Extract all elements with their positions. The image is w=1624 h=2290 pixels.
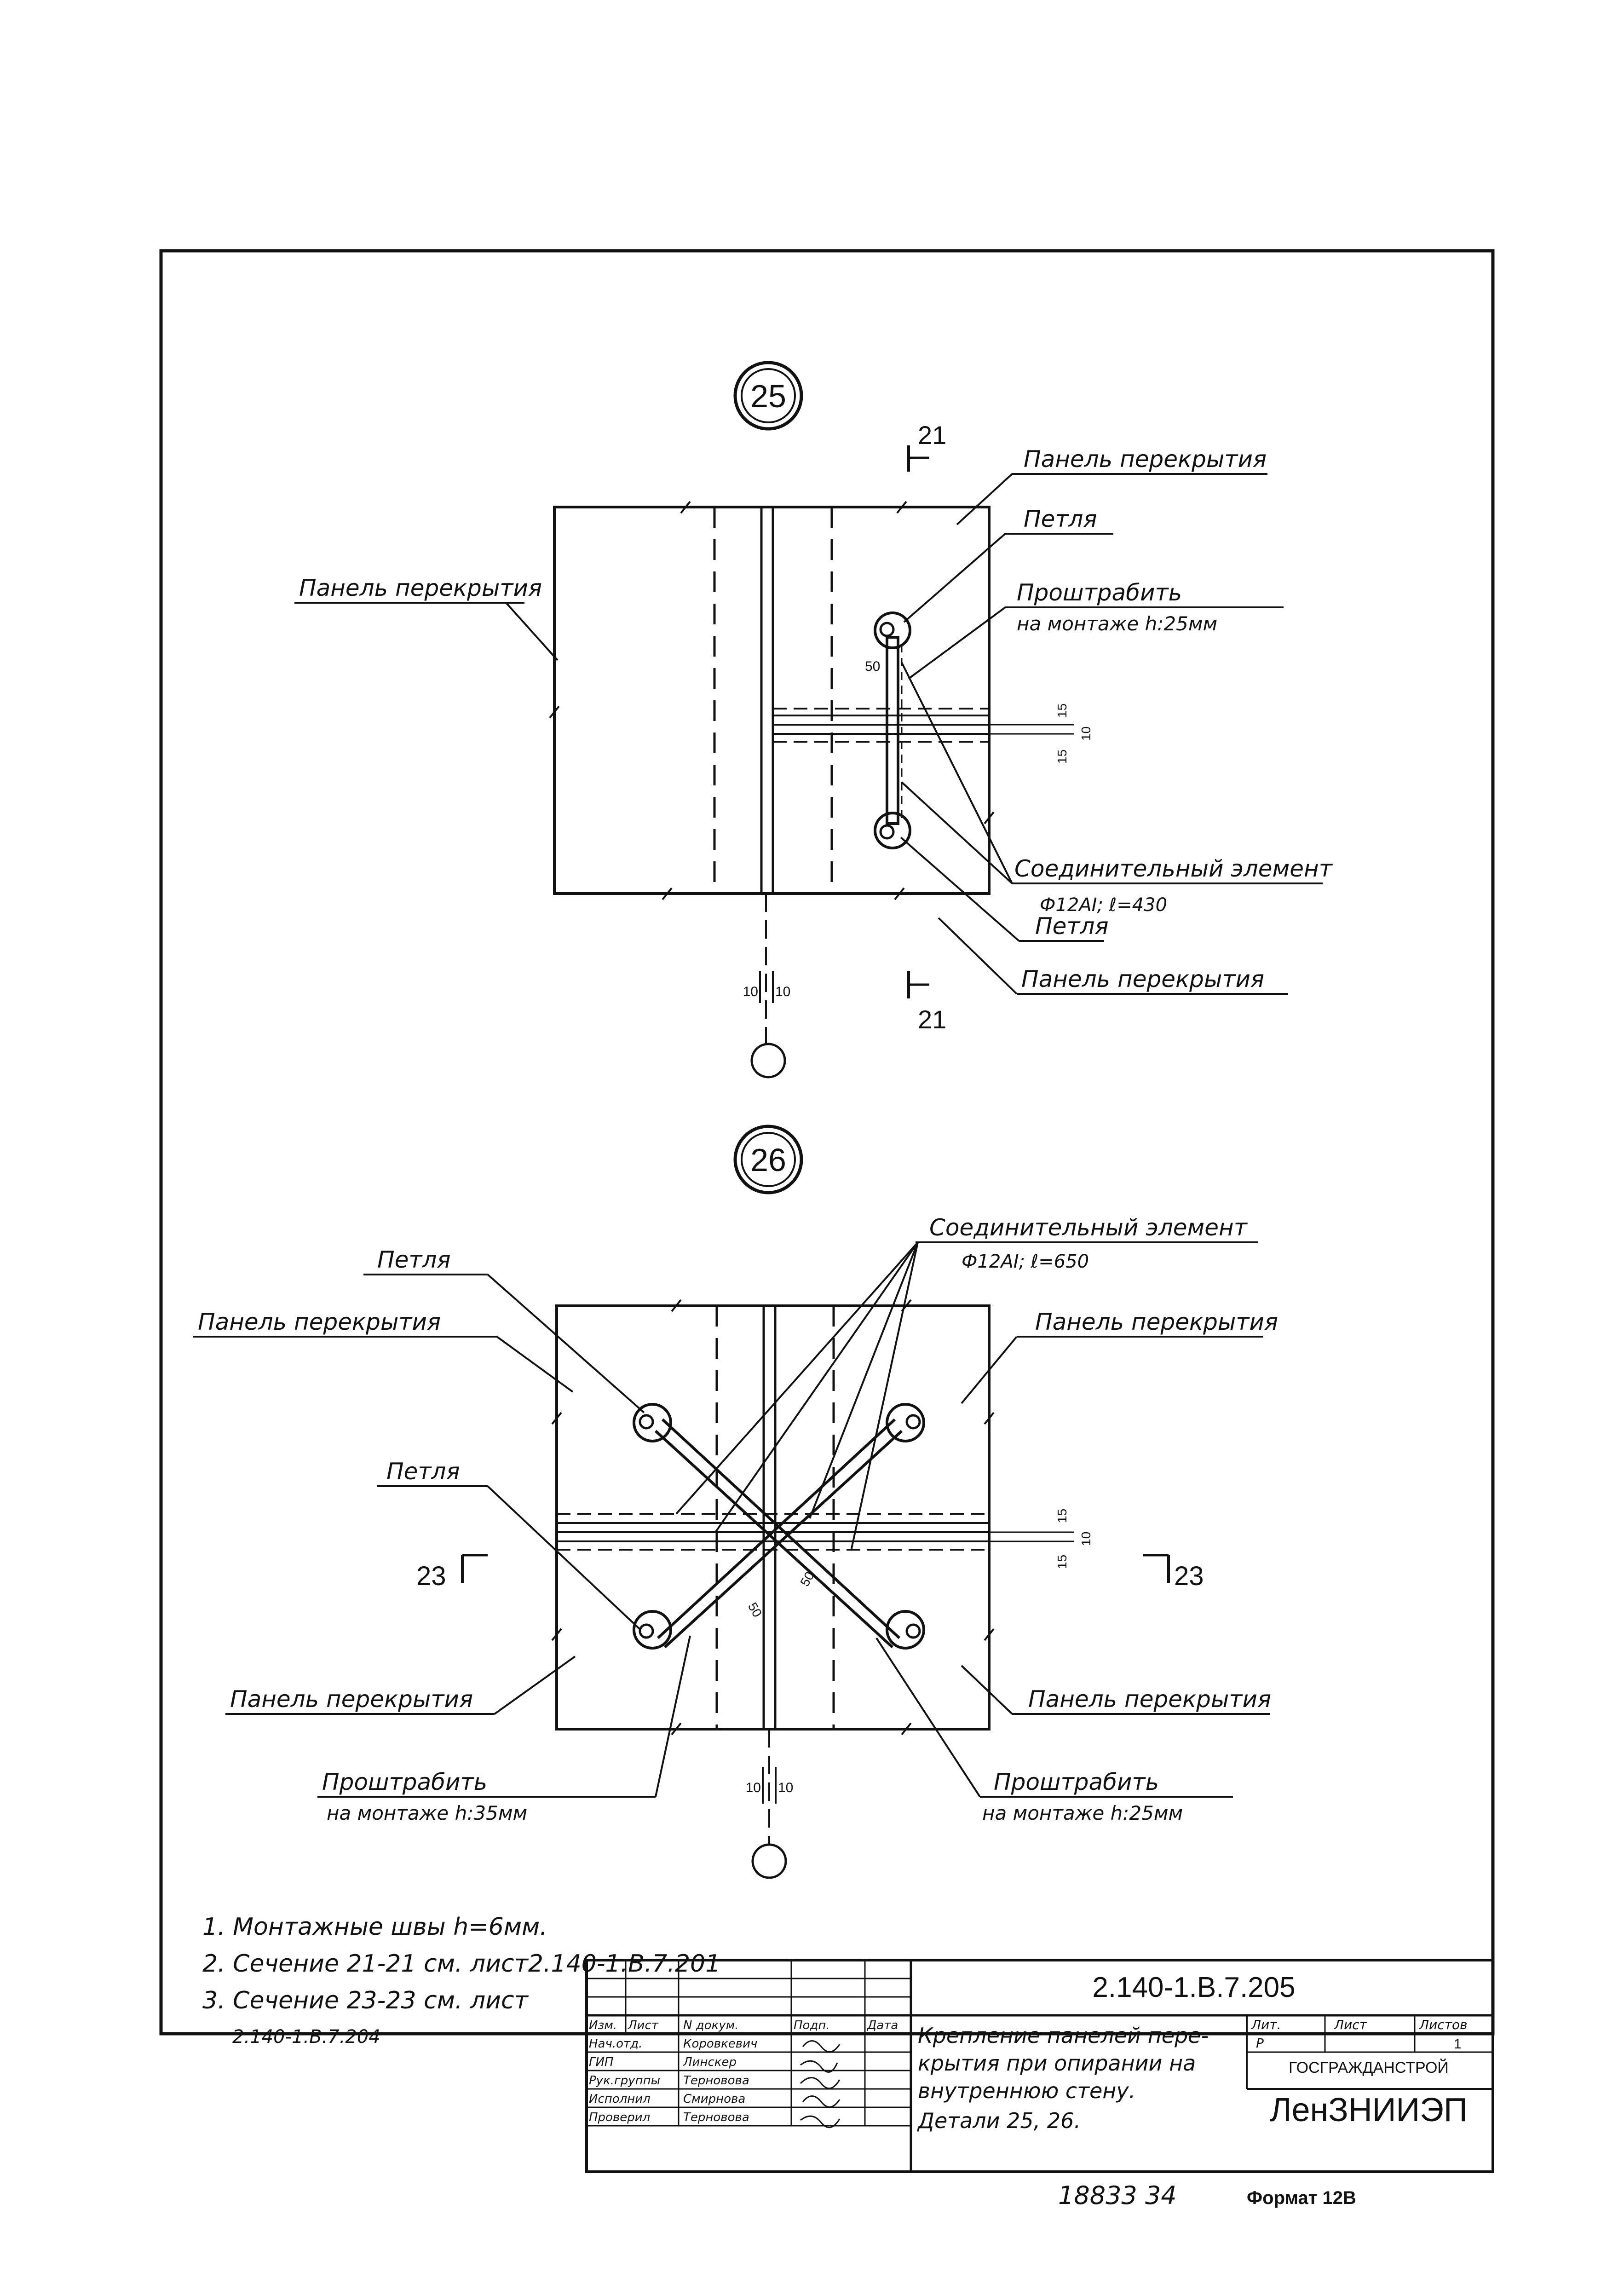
detail-26-label-weld-r2: на монтаже h:25мм — [982, 1802, 1183, 1824]
svg-text:Смирнова: Смирнова — [683, 2092, 745, 2106]
detail-26-label-panel-br: Панель перекрытия — [1028, 1686, 1271, 1713]
svg-text:10: 10 — [1079, 1532, 1093, 1546]
svg-text:23: 23 — [1174, 1561, 1204, 1591]
detail-25-label-panel-tl: Панель перекрытия — [299, 575, 542, 601]
svg-text:21: 21 — [918, 1005, 946, 1034]
title-line-3: внутреннюю стену. — [918, 2078, 1135, 2103]
detail-25-label-connector-1: Соединительный элемент — [1014, 855, 1333, 882]
detail-26-connector-x — [633, 1403, 925, 1650]
title-line-1: Крепление панелей пере- — [918, 2023, 1209, 2048]
detail-26-label-weld-r1: Проштрабить — [994, 1769, 1159, 1795]
svg-text:Лист: Лист — [628, 2019, 659, 2032]
svg-text:50: 50 — [797, 1569, 817, 1589]
svg-text:Листов: Листов — [1419, 2017, 1468, 2032]
detail-25-connector — [874, 611, 911, 849]
svg-text:ГИП: ГИП — [589, 2055, 614, 2069]
detail-26-label-panel-tl: Панель перекрытия — [198, 1309, 441, 1335]
svg-text:Нач.отд.: Нач.отд. — [589, 2037, 642, 2051]
detail-26-panel-outline — [555, 1304, 991, 1730]
svg-text:10: 10 — [743, 984, 758, 999]
detail-26-label-loop-top: Петля — [377, 1246, 451, 1273]
svg-text:10: 10 — [746, 1780, 761, 1795]
svg-text:10: 10 — [775, 984, 790, 999]
detail-25-label-weld-2: на монтаже h:25мм — [1017, 612, 1217, 635]
detail-26-label-weld-l1: Проштрабить — [322, 1769, 487, 1795]
detail-26-section-right: 23 — [1143, 1554, 1204, 1591]
svg-text:Дата: Дата — [867, 2019, 898, 2032]
svg-text:1: 1 — [1454, 2036, 1462, 2052]
note-3: 3. Сечение 23-23 см. лист — [202, 1987, 529, 2014]
note-2: 2. Сечение 21-21 см. лист2.140-1.В.7.201 — [202, 1950, 720, 1978]
svg-text:N докум.: N докум. — [683, 2019, 739, 2032]
doc-code: 2.140-1.В.7.205 — [1092, 1972, 1295, 2003]
svg-text:Изм.: Изм. — [589, 2019, 617, 2032]
svg-text:Исполнил: Исполнил — [589, 2092, 651, 2106]
detail-25-label-loop-bottom: Петля — [1035, 913, 1109, 940]
detail-25-label-panel-tr: Панель перекрытия — [1024, 446, 1267, 473]
org-name: ЛенЗНИИЭП — [1270, 2092, 1468, 2128]
svg-text:23: 23 — [416, 1561, 446, 1591]
svg-text:10: 10 — [1079, 727, 1093, 741]
detail-26-label-weld-l2: на монтаже h:35мм — [327, 1802, 527, 1824]
detail-25-number: 25 — [750, 378, 786, 414]
detail-25-section-bottom: 21 — [907, 971, 946, 1034]
title-block: 2.140-1.В.7.205 Крепление панелей пере- … — [585, 1959, 1494, 2173]
svg-text:50: 50 — [745, 1600, 765, 1620]
svg-text:21: 21 — [918, 421, 946, 450]
detail-26-marker — [733, 1125, 803, 1194]
title-line-2: крытия при опирании на — [918, 2051, 1196, 2076]
sheet-frame — [159, 249, 1495, 2036]
svg-text:Рук.группы: Рук.группы — [589, 2074, 660, 2088]
svg-text:Терновова: Терновова — [683, 2111, 749, 2124]
inventory-number: 18833 34 — [1058, 2181, 1177, 2210]
svg-text:15: 15 — [1055, 704, 1069, 718]
format-label: Формат 12В — [1247, 2188, 1356, 2208]
svg-text:15: 15 — [1055, 1555, 1069, 1569]
detail-26-section-left: 23 — [416, 1554, 488, 1591]
detail-26-label-panel-bl: Панель перекрытия — [230, 1686, 473, 1713]
detail-26-number: 26 — [750, 1142, 786, 1178]
svg-text:Линскер: Линскер — [683, 2055, 737, 2069]
note-3-ref: 2.140-1.В.7.204 — [232, 2026, 380, 2048]
svg-text:Лист: Лист — [1334, 2017, 1367, 2032]
svg-text:Р: Р — [1256, 2036, 1264, 2051]
detail-25-marker — [733, 361, 803, 431]
svg-text:50: 50 — [865, 659, 880, 674]
detail-25-label-connector-2: Ф12АI; ℓ=430 — [1040, 894, 1167, 916]
notes: 1. Монтажные швы h=6мм. 2. Сечение 21-21… — [202, 1913, 720, 2048]
detail-25-label-weld-1: Проштрабить — [1017, 579, 1182, 606]
detail-25-section-top: 21 — [907, 421, 946, 472]
detail-26-label-panel-tr: Панель перекрытия — [1035, 1309, 1278, 1335]
svg-text:15: 15 — [1055, 750, 1069, 764]
detail-26: 26 — [193, 1125, 1278, 1879]
svg-text:Коровкевич: Коровкевич — [683, 2037, 757, 2051]
detail-25: 25 21 — [294, 361, 1333, 1079]
svg-text:Терновова: Терновова — [683, 2074, 749, 2088]
svg-text:Подп.: Подп. — [794, 2019, 830, 2032]
org-ministry: ГОСГРАЖДАНСТРОЙ — [1289, 2059, 1449, 2077]
svg-text:Проверил: Проверил — [589, 2111, 650, 2124]
detail-26-label-connector-1: Соединительный элемент — [929, 1214, 1248, 1241]
note-1: 1. Монтажные швы h=6мм. — [202, 1913, 547, 1941]
detail-25-label-panel-br: Панель перекрытия — [1021, 966, 1264, 992]
detail-26-label-connector-2: Ф12АI; ℓ=650 — [962, 1251, 1089, 1272]
detail-26-axis-marker — [751, 1843, 787, 1879]
svg-text:Лит.: Лит. — [1251, 2017, 1281, 2032]
svg-text:10: 10 — [778, 1780, 793, 1795]
detail-26-label-loop-mid: Петля — [386, 1458, 460, 1485]
detail-25-axis-marker — [750, 1043, 786, 1079]
title-line-4: Детали 25, 26. — [917, 2108, 1081, 2133]
svg-text:15: 15 — [1055, 1509, 1069, 1523]
detail-25-label-loop-top: Петля — [1024, 506, 1097, 532]
